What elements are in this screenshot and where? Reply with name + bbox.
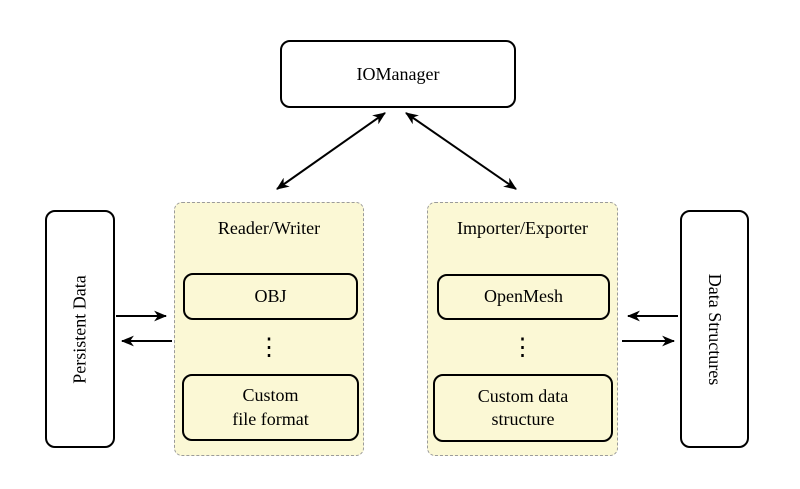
custom-data-structure-node: Custom data structure [433, 374, 613, 442]
persistent-data-node: Persistent Data [45, 210, 115, 448]
custom-file-format-label: Custom file format [232, 385, 309, 429]
obj-label: OBJ [254, 285, 287, 306]
persistent-data-label: Persistent Data [69, 274, 90, 384]
iomanager-label: IOManager [356, 63, 440, 84]
custom-file-format-node: Custom file format [182, 374, 359, 441]
data-structures-node: Data Structures [680, 210, 749, 448]
reader-writer-ellipsis: ⋮ [257, 335, 281, 361]
reader-writer-title: Reader/Writer [217, 218, 321, 238]
arrow-iomanager-importerexporter [405, 112, 517, 190]
data-structures-label: Data Structures [705, 273, 725, 385]
importer-exporter-ellipsis: ⋮ [510, 335, 535, 361]
custom-data-structure-label: Custom data structure [477, 385, 569, 429]
iomanager-node: IOManager [280, 40, 516, 108]
arrow-iomanager-readerwriter [276, 112, 386, 190]
openmesh-node: OpenMesh [437, 274, 610, 320]
importer-exporter-title: Importer/Exporter [457, 218, 588, 238]
openmesh-label: OpenMesh [484, 286, 563, 307]
obj-node: OBJ [183, 273, 358, 320]
